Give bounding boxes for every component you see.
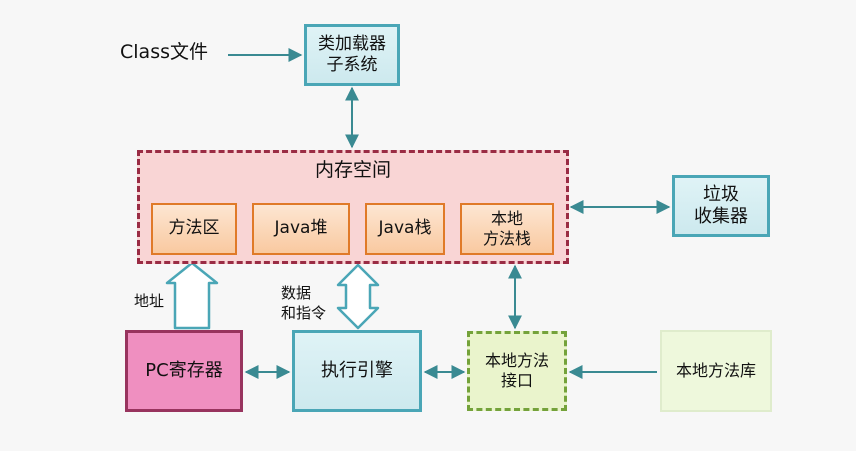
data-block-arrow: [336, 263, 380, 330]
garbage-collector-box: 垃圾 收集器: [672, 175, 770, 237]
pc-register-box: PC寄存器: [125, 330, 243, 412]
class-file-label: Class文件: [120, 41, 208, 63]
native-library-box: 本地方法库: [660, 330, 772, 412]
java-heap-box: Java堆: [252, 203, 350, 255]
address-label: 地址: [134, 292, 165, 310]
memory-space-title: 内存空间: [314, 159, 391, 181]
method-area-box: 方法区: [151, 203, 237, 255]
native-method-stack-box: 本地 方法栈: [460, 203, 554, 255]
execution-engine-box: 执行引擎: [292, 330, 422, 412]
data-instruction-label: 数据 和指令: [281, 284, 327, 323]
address-block-arrow: [165, 261, 219, 330]
native-interface-box: 本地方法 接口: [467, 331, 567, 411]
class-loader-box: 类加载器 子系统: [304, 24, 400, 86]
java-stack-box: Java栈: [365, 203, 445, 255]
